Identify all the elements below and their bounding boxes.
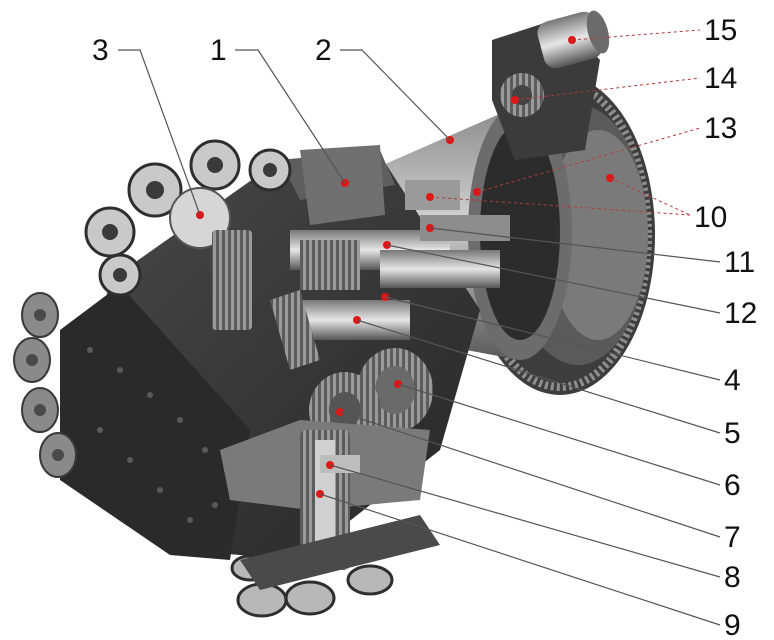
callout-15: 15 [704, 14, 737, 47]
leader-8 [329, 464, 721, 578]
callout-10: 10 [694, 201, 727, 234]
vertical-shaft-top [212, 230, 252, 330]
leader-lines [118, 29, 721, 626]
leader-10b [609, 177, 691, 216]
leader-9 [319, 493, 721, 626]
callout-5: 5 [724, 417, 741, 450]
cutter-discs-bottom [230, 515, 440, 618]
callout-14: 14 [704, 62, 737, 95]
callout-11: 11 [724, 246, 755, 279]
callout-8: 8 [724, 561, 741, 594]
cutter-discs-left [13, 292, 77, 478]
callout-13: 13 [704, 112, 737, 145]
leader-5 [356, 319, 721, 434]
leader-2 [340, 49, 451, 141]
callout-3: 3 [92, 34, 109, 67]
callout-9: 9 [724, 609, 741, 640]
leader-6 [397, 383, 721, 486]
gearbox-assembly [13, 10, 655, 618]
leader-12 [386, 244, 721, 314]
callout-6: 6 [724, 469, 741, 502]
end-plate [60, 285, 250, 560]
leader-1 [235, 49, 346, 184]
callout-4: 4 [724, 364, 741, 397]
leader-3 [118, 49, 201, 216]
callout-7: 7 [724, 521, 741, 554]
motor-bracket [492, 10, 610, 160]
leader-11 [429, 227, 721, 263]
leader-14 [514, 77, 701, 101]
callout-1: 1 [210, 34, 227, 67]
lower-shaft [220, 420, 430, 570]
callout-labels: 3 1 2 15 14 13 10 11 12 4 5 6 7 8 9 [92, 14, 757, 640]
leader-7 [339, 411, 721, 538]
leader-10a [429, 196, 691, 216]
leader-4 [384, 296, 721, 381]
callout-2: 2 [315, 34, 332, 67]
callout-12: 12 [724, 297, 757, 330]
leader-13 [476, 127, 701, 193]
